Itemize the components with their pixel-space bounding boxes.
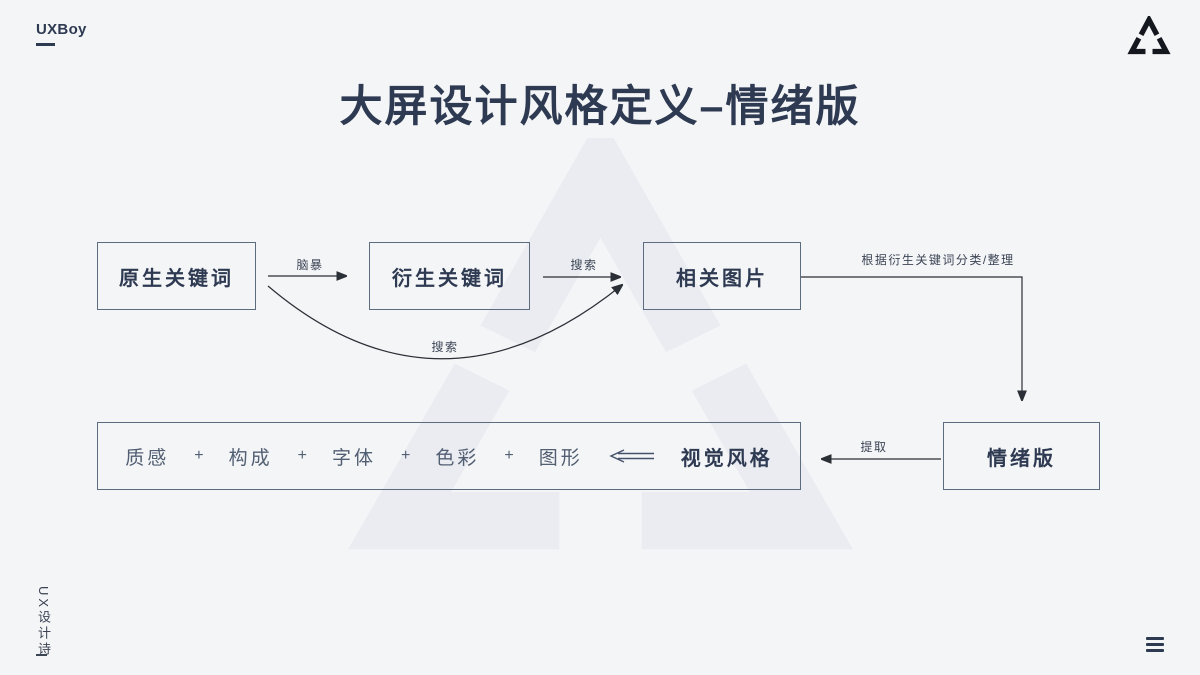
node-related-images-label: 相关图片 xyxy=(676,267,768,290)
node-moodboard-label: 情绪版 xyxy=(987,447,1056,470)
visual-item-color: 色彩 xyxy=(435,447,480,469)
edge-label-classify: 根据衍生关键词分类/整理 xyxy=(861,253,1015,267)
brand-logotype: UXBoy xyxy=(36,21,87,38)
visual-item-texture: 质感 xyxy=(125,447,170,469)
plus-sign: + xyxy=(194,447,204,464)
visual-item-typography: 字体 xyxy=(331,447,376,469)
node-related-images: 相关图片 xyxy=(643,242,801,310)
node-moodboard: 情绪版 xyxy=(943,422,1100,490)
menu-icon xyxy=(1146,637,1164,652)
edge-classify-line xyxy=(801,276,1022,400)
plus-sign: + xyxy=(297,447,307,464)
triangle-logo-icon xyxy=(1127,16,1171,55)
double-left-arrow-icon xyxy=(609,449,654,463)
visual-style-label: 视觉风格 xyxy=(680,447,773,470)
brand-dash xyxy=(36,43,55,46)
plus-sign: + xyxy=(504,447,514,464)
edge-label-brainstorm: 脑暴 xyxy=(296,258,324,272)
edge-label-search: 搜索 xyxy=(570,258,598,272)
visual-item-composition: 构成 xyxy=(228,447,273,469)
footer-dash xyxy=(36,654,47,656)
triangle-watermark-icon xyxy=(348,138,853,550)
edge-label-search-curved: 搜索 xyxy=(431,340,459,354)
plus-sign: + xyxy=(401,447,411,464)
visual-item-graphic: 图形 xyxy=(538,447,583,469)
visual-style-box: 质感 + 构成 + 字体 + 色彩 + 图形 视觉风格 xyxy=(97,422,801,490)
node-derived-keywords: 衍生关键词 xyxy=(369,242,530,310)
footer-vertical-text: UX设计诗 xyxy=(36,586,51,659)
node-original-keywords: 原生关键词 xyxy=(97,242,256,310)
edge-label-extract: 提取 xyxy=(860,440,888,454)
node-derived-keywords-label: 衍生关键词 xyxy=(392,267,507,290)
page-title: 大屏设计风格定义–情绪版 xyxy=(339,83,861,131)
node-original-keywords-label: 原生关键词 xyxy=(119,267,234,290)
